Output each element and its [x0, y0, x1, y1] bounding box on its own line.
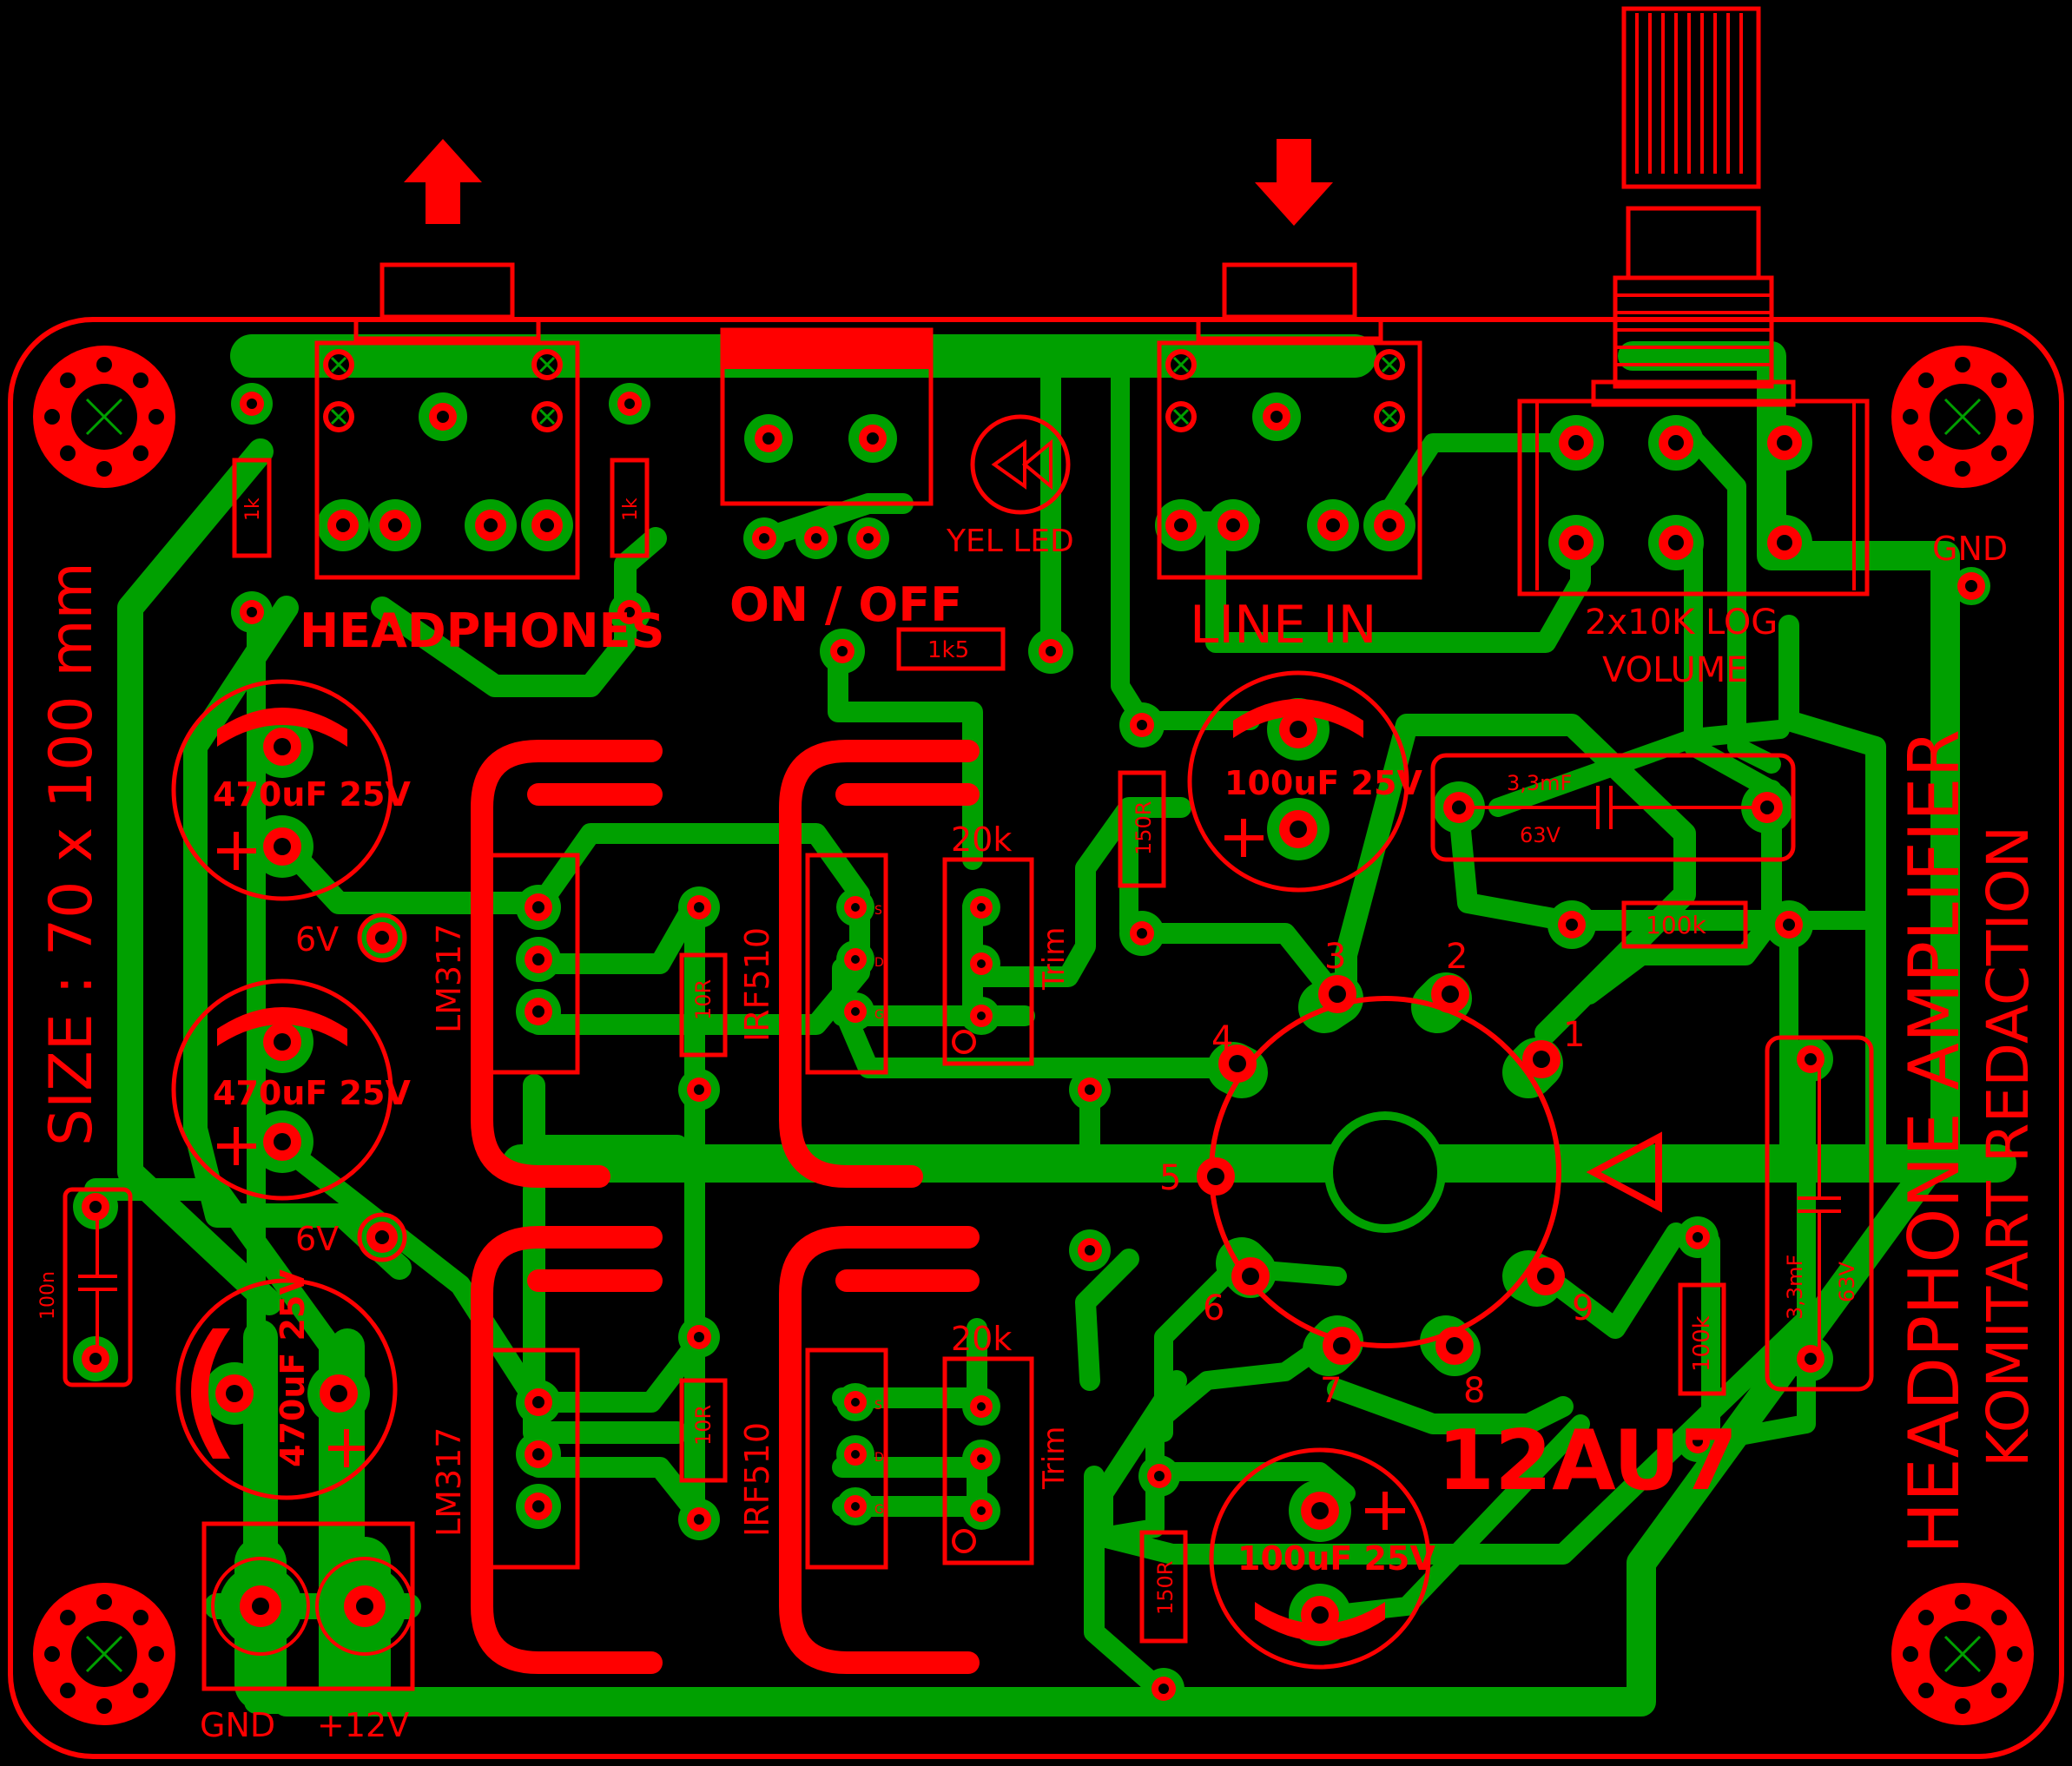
mosfet-pin-s-a: S: [874, 904, 882, 918]
tube-pin-3: 3: [1324, 937, 1346, 977]
label-headphones: HEADPHONES: [300, 603, 664, 658]
value-lm317-b: LM317: [430, 1427, 468, 1538]
label-title: HEADPHONE AMPLIFIER: [1894, 729, 1975, 1554]
value-r1k-b: 1k: [620, 498, 642, 521]
value-c470-b: 470uF 25V: [213, 1074, 411, 1112]
value-c470-a: 470uF 25V: [213, 775, 411, 814]
value-c33m-a: 3,3mF: [1507, 771, 1572, 795]
value-c33m-a-v: 63V: [1520, 823, 1561, 847]
mounting-holes: [33, 346, 2034, 1725]
tube-pin-7: 7: [1320, 1371, 1342, 1411]
label-12v: +12V: [317, 1706, 409, 1744]
value-trim-a-name: Trim: [1037, 927, 1072, 991]
polarity-marks: [217, 819, 1405, 1530]
value-r150-b: 150R: [1153, 1561, 1178, 1615]
label-6v-b: 6V: [295, 1220, 339, 1258]
tube-pin-5: 5: [1159, 1158, 1181, 1198]
tube-pin-6: 6: [1203, 1288, 1224, 1328]
value-c33m-b: 3,3mF: [1783, 1255, 1807, 1320]
value-c470-c: 470uF 25V: [274, 1269, 312, 1467]
tube-pin-1: 1: [1563, 1015, 1585, 1055]
label-gnd-right: GND: [1932, 530, 2008, 568]
label-subtitle: KOMITART REDACTION: [1975, 826, 2042, 1467]
value-r100k-b: 100k: [1689, 1315, 1715, 1372]
silk-fills: [191, 139, 1662, 1641]
value-irf510-a: IRF510: [738, 927, 776, 1042]
value-r150-a: 150R: [1132, 801, 1156, 855]
label-volume-2: VOLUME: [1602, 650, 1748, 690]
label-volume-1: 2x10K LOG: [1585, 603, 1778, 642]
copper-layer: [84, 334, 2016, 1717]
label-on-off: ON / OFF: [729, 577, 962, 632]
tube-pin-9: 9: [1572, 1288, 1594, 1328]
value-irf510-b: IRF510: [738, 1422, 776, 1537]
label-gnd-bottom: GND: [200, 1706, 275, 1744]
heatsinks: [471, 740, 980, 1674]
cap-symbols: [78, 786, 1841, 1354]
value-c100-b: 100uF 25V: [1237, 1539, 1435, 1578]
test-points: [357, 913, 407, 1262]
silkscreen-layer: [8, 6, 2064, 1759]
arrow-down-icon: [1255, 139, 1333, 226]
value-c100n: 100n: [37, 1271, 59, 1320]
mosfet-pin-g-b: G: [874, 1503, 884, 1517]
text-labels: HEADPHONES ON / OFF YEL LED LINE IN 2x10…: [37, 498, 2042, 1744]
tube-pin-2: 2: [1446, 937, 1468, 977]
arrow-up-icon: [404, 139, 482, 224]
label-size: SIZE : 70 x 100 mm: [37, 562, 106, 1146]
mosfet-pin-d-b: D: [874, 1451, 884, 1465]
drill-holes: [1207, 985, 1554, 1354]
board-outline: [8, 317, 2064, 1759]
label-led: YEL LED: [946, 524, 1074, 559]
jack-shield-pads: [323, 349, 1405, 432]
tube-pin-4: 4: [1211, 1019, 1233, 1059]
value-trim-b-name: Trim: [1037, 1427, 1072, 1490]
label-line-in: LINE IN: [1190, 595, 1377, 656]
value-r10-a: 10R: [691, 979, 716, 1020]
mosfet-pin-g-a: G: [874, 1008, 884, 1022]
value-r1k-a: 1k: [242, 498, 264, 521]
mosfet-pin-s-b: S: [874, 1399, 882, 1413]
label-tube: 12AU7: [1437, 1413, 1738, 1509]
value-trim-a: 20k: [951, 820, 1012, 859]
value-c100-a: 100uF 25V: [1224, 764, 1422, 802]
value-trim-b: 20k: [951, 1320, 1012, 1358]
value-lm317-a: LM317: [430, 924, 468, 1034]
tube-pin-8: 8: [1463, 1371, 1485, 1411]
value-r10-b: 10R: [691, 1405, 716, 1446]
value-r1k5: 1k5: [927, 637, 969, 663]
value-c33m-b-v: 63V: [1835, 1261, 1859, 1302]
value-r100k-a: 100k: [1646, 911, 1706, 939]
mosfet-pin-d-a: D: [874, 956, 884, 970]
pad-holes: [89, 399, 1977, 1694]
label-6v-a: 6V: [295, 920, 339, 959]
